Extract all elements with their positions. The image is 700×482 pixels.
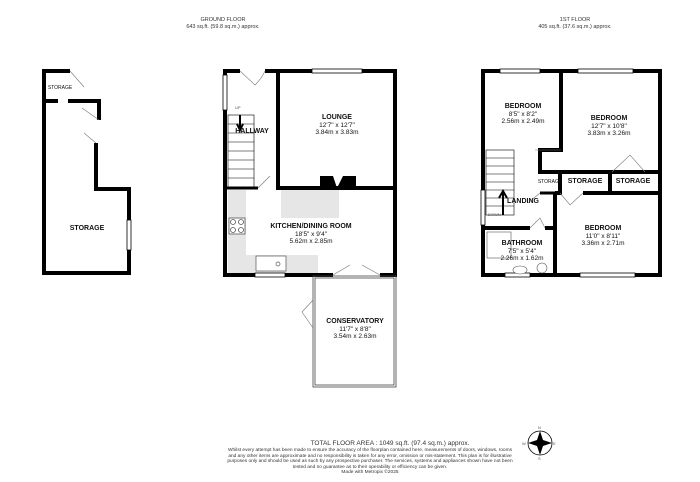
room-metric: 2.56m x 2.49m bbox=[501, 118, 545, 125]
room-storage-b: STORAGE bbox=[568, 178, 603, 186]
windows bbox=[126, 68, 636, 278]
room-imperial: 11'0" x 8'11" bbox=[585, 232, 621, 240]
fireplace bbox=[320, 176, 356, 188]
room-name: STORAGE bbox=[47, 85, 73, 91]
compass-w: W bbox=[522, 441, 526, 446]
room-storage-large: STORAGE bbox=[70, 225, 105, 233]
conservatory-walls bbox=[312, 275, 397, 388]
room-name: BEDROOM bbox=[584, 225, 622, 232]
room-metric: 2.26m x 1.62m bbox=[500, 255, 544, 262]
room-storage-c: STORAGE bbox=[616, 178, 651, 186]
sink-icon bbox=[255, 255, 287, 272]
room-metric: 3.83m x 3.26m bbox=[587, 130, 631, 137]
disclaimer-text: Whilst every attempt has been made to en… bbox=[227, 448, 513, 470]
room-imperial: 18'5" x 9'4" bbox=[294, 230, 328, 238]
staircase bbox=[227, 114, 515, 216]
room-name: HALLWAY bbox=[235, 128, 269, 135]
room-name: STORAGE bbox=[567, 178, 603, 185]
disclaimer: Whilst every attempt has been made to en… bbox=[225, 448, 515, 476]
first-floor-header: 1ST FLOOR 405 sq.ft. (37.6 sq.m.) approx… bbox=[538, 17, 611, 30]
room-landing: LANDING bbox=[507, 198, 539, 206]
total-floor-area: TOTAL FLOOR AREA : 1049 sq.ft. (97.4 sq.… bbox=[310, 440, 470, 447]
room-name: BEDROOM bbox=[504, 103, 542, 110]
room-metric: 5.62m x 2.85m bbox=[289, 238, 333, 245]
walls bbox=[42, 69, 662, 277]
room-name: LANDING bbox=[507, 198, 539, 205]
room-imperial: 8'5" x 8'2" bbox=[508, 110, 538, 118]
doors bbox=[69, 70, 646, 329]
room-name: BATHROOM bbox=[501, 240, 543, 247]
hob-icon bbox=[228, 217, 246, 235]
room-name: CONSERVATORY bbox=[326, 318, 384, 325]
room-imperial: 12'7" x 12'7" bbox=[319, 121, 355, 129]
compass-e: E bbox=[553, 441, 556, 446]
room-name: BEDROOM bbox=[590, 115, 628, 122]
chimney-breast bbox=[281, 190, 339, 218]
room-imperial: 11'7" x 8'8" bbox=[339, 325, 371, 333]
first-floor-area: 405 sq.ft. (37.6 sq.m.) approx. bbox=[538, 23, 612, 30]
room-name: STORAGE bbox=[69, 225, 105, 232]
room-name: STORAGE bbox=[537, 179, 563, 185]
room-hallway: HALLWAY bbox=[235, 128, 269, 136]
room-metric: 3.84m x 3.83m bbox=[315, 129, 359, 136]
room-name: KITCHEN/DINING ROOM bbox=[270, 223, 352, 230]
compass-icon bbox=[527, 430, 553, 456]
room-metric: 3.36m x 2.71m bbox=[581, 240, 625, 247]
stair-up-label: UP bbox=[235, 105, 241, 110]
bathroom-fixtures bbox=[486, 231, 548, 275]
stair-down-arrow-icon bbox=[498, 188, 508, 215]
ground-floor-area: 643 sq.ft. (59.8 sq.m.) approx. bbox=[186, 23, 260, 30]
compass-n: N bbox=[538, 425, 541, 430]
stair-up-arrow-icon bbox=[236, 115, 244, 133]
credit-text: Made with Metropix ©2025 bbox=[341, 470, 399, 476]
ground-floor-header: GROUND FLOOR 643 sq.ft. (59.8 sq.m.) app… bbox=[186, 17, 259, 30]
room-name: STORAGE bbox=[615, 178, 651, 185]
room-imperial: 12'7" x 10'8" bbox=[591, 122, 627, 130]
room-storage-a: STORAGE bbox=[538, 179, 562, 187]
room-name: LOUNGE bbox=[322, 114, 352, 121]
room-storage-small: STORAGE bbox=[48, 85, 72, 93]
stair-down-label: DOWN bbox=[488, 212, 501, 217]
room-imperial: 7'5" x 5'4" bbox=[507, 247, 537, 255]
ground-floor-title: GROUND FLOOR bbox=[200, 17, 246, 23]
compass-s: S bbox=[538, 456, 541, 461]
room-metric: 3.54m x 2.63m bbox=[333, 333, 377, 340]
first-floor-title: 1ST FLOOR bbox=[559, 17, 591, 23]
